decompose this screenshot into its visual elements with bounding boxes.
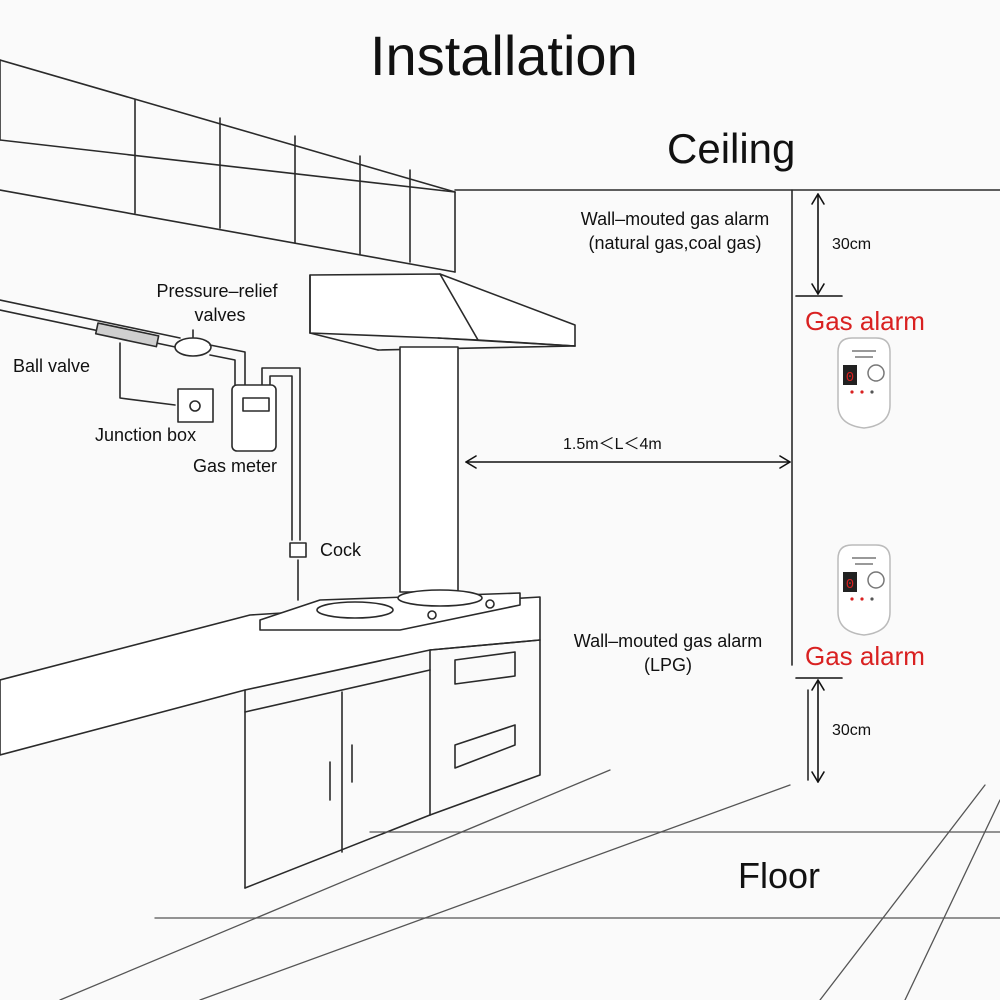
upper-cabinets xyxy=(0,59,456,273)
top-clearance-label: 30cm xyxy=(832,236,872,253)
ceiling-label: Ceiling xyxy=(667,125,796,172)
bottom-alarm-label-line2: (LPG) xyxy=(643,655,693,675)
top-alarm-label-line2: (natural gas,coal gas) xyxy=(588,233,762,253)
page-title: Installation xyxy=(370,24,638,87)
floor-lines xyxy=(59,769,1000,1000)
floor-label: Floor xyxy=(738,855,821,896)
device-display-bottom: 0 xyxy=(846,577,854,593)
gas-alarm-device-top: 0 xyxy=(837,337,891,429)
junction-box xyxy=(177,388,214,423)
gas-pipe xyxy=(0,299,307,601)
valves-label: valves xyxy=(194,305,246,325)
gas-alarm-label-top: Gas alarm xyxy=(805,306,925,336)
dimension-arrows xyxy=(465,193,843,783)
gas-alarm-device-bottom: 0 xyxy=(837,544,891,636)
ball-valve-label: Ball valve xyxy=(13,356,91,376)
gas-alarm-label-bottom: Gas alarm xyxy=(805,641,925,671)
distance-label: 1.5m＜L＜4m xyxy=(563,436,662,453)
range-hood xyxy=(309,273,576,593)
device-display-top: 0 xyxy=(846,370,854,386)
gas-meter xyxy=(231,384,277,452)
bottom-clearance-label: 30cm xyxy=(832,722,872,739)
bottom-alarm-label-line1: Wall–mouted gas alarm xyxy=(573,631,763,651)
gas-stove xyxy=(259,589,521,631)
counter-cabinets xyxy=(0,596,541,889)
pressure-relief-label: Pressure–relief xyxy=(156,281,278,301)
top-alarm-label-line1: Wall–mouted gas alarm xyxy=(580,209,770,229)
junction-box-label: Junction box xyxy=(95,425,197,445)
cock-label: Cock xyxy=(320,540,362,560)
gas-meter-label: Gas meter xyxy=(193,456,278,476)
